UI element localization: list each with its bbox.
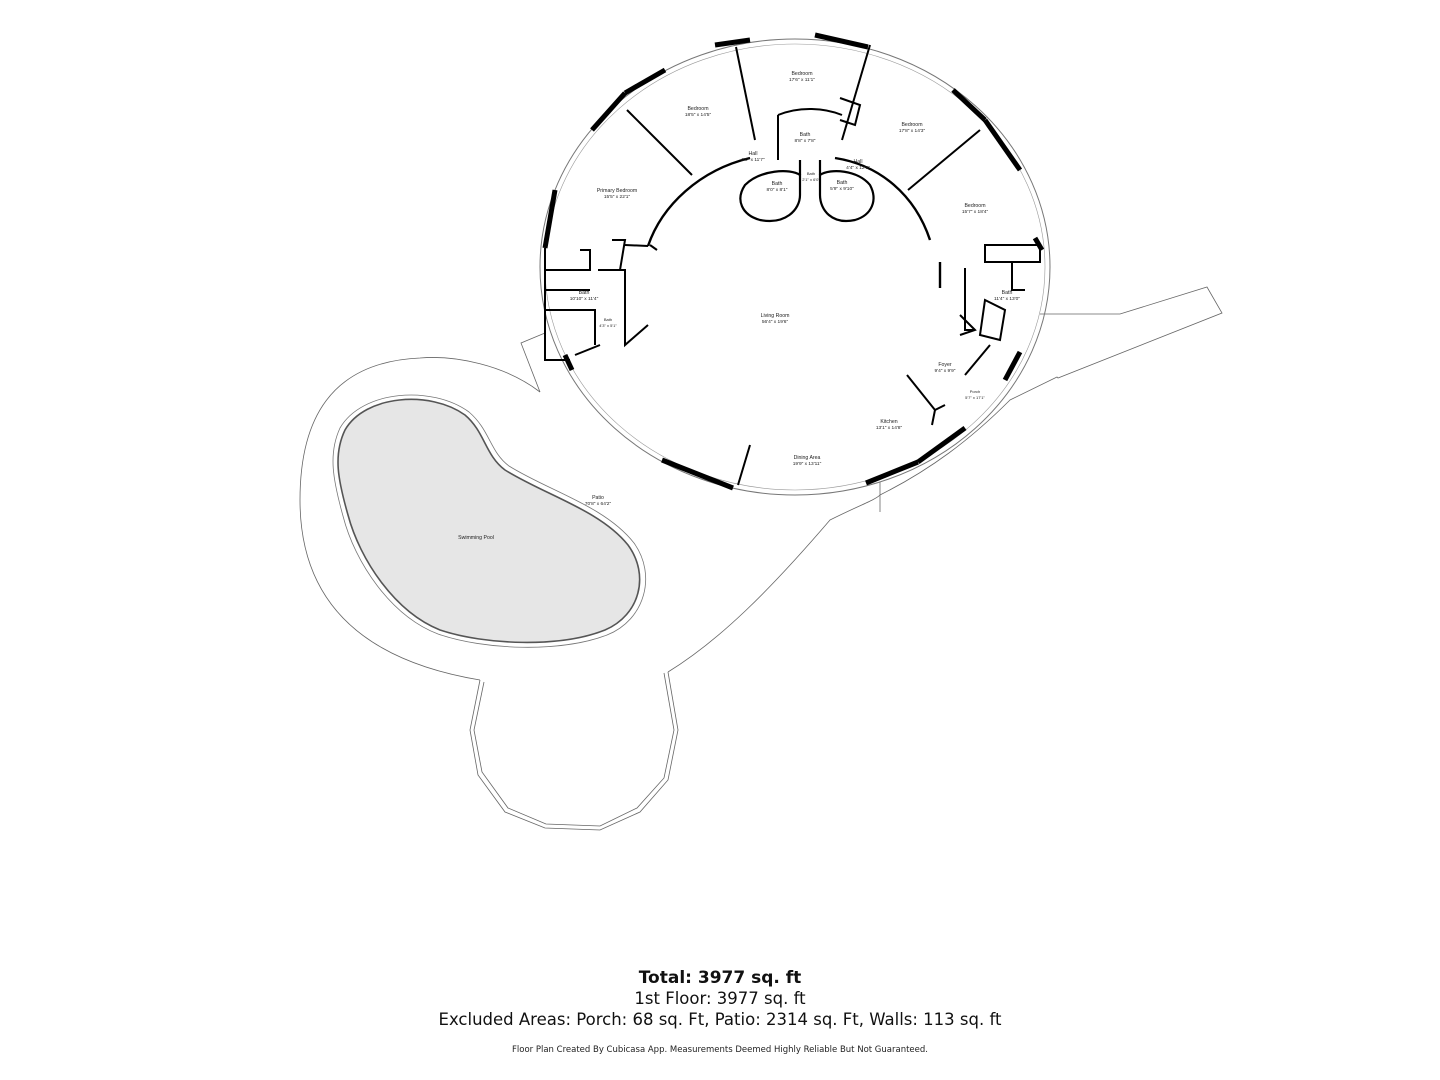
room-name: Living Room [761,313,790,319]
room-name: Dining Area [794,455,821,461]
room-dims: 4'4" x 12'6" [846,165,870,171]
room-dims: 10'10" x 11'4" [570,296,599,302]
exterior-walls [542,32,1045,491]
room-name: Patio [592,495,604,501]
room-name: Bath [772,181,783,187]
room-dims: 5'9" x 9'10" [830,186,854,192]
room-name: Bath [800,132,811,138]
patio-outline [299,286,1223,831]
room-dims: 56'4" x 19'6" [762,319,789,325]
total-area: Total: 3977 sq. ft [638,968,802,988]
room-dims: 2'1" x 6'0" [802,177,820,182]
first-floor-area: 1st Floor: 3977 sq. ft [634,989,806,1008]
building-envelope [539,38,1051,496]
room-dims: 13'1" x 14'8" [876,425,903,431]
excluded-areas: Excluded Areas: Porch: 68 sq. Ft, Patio:… [438,1010,1002,1029]
room-name: Bath [807,171,815,176]
room-dims: 9'4" x 9'9" [935,368,956,374]
room-name: Foyer [938,362,952,368]
room-dims: 6'0" x 11'7" [741,157,765,163]
room-name: Bath [837,180,848,186]
room-name: Bedroom [901,122,922,128]
interior-walls [544,44,1041,486]
bath-pods [739,160,875,223]
room-dims: 8'8" x 7'8" [795,138,816,144]
room-name: Bedroom [964,203,985,209]
room-name: Bath [1002,290,1013,296]
room-name: Bath [579,290,590,296]
room-name: Primary Bedroom [597,188,637,194]
room-dims: 17'6" x 11'1" [789,77,815,83]
room-dims: 15'7" x 18'4" [962,209,989,215]
room-dims: 70'8" x 64'2" [585,501,612,507]
pool-coping [332,394,647,648]
living-circle-walls [646,156,942,288]
room-labels: Bedroom 17'6" x 11'1" Bedroom 18'5" x 14… [458,71,1020,541]
room-dims: 11'4" x 13'0" [994,296,1020,302]
swimming-pool [337,398,641,644]
room-dims: 19'9" x 13'11" [793,461,822,467]
room-dims: 5'7" x 17'1" [965,395,985,400]
room-dims: 18'5" x 14'5" [685,112,712,118]
room-name: Bedroom [687,106,708,112]
room-name: Bath [604,317,612,322]
room-dims: 15'5" x 22'1" [604,194,631,200]
credit-note: Floor Plan Created By Cubicasa App. Meas… [512,1045,928,1055]
room-name: Kitchen [880,419,897,425]
room-name: Porch [970,389,980,394]
room-name: Hall [749,151,758,157]
room-name: Bedroom [791,71,812,77]
room-dims: 4'3" x 5'1" [599,323,617,328]
room-name: Hall [854,159,863,165]
room-dims: 8'0" x 8'1" [767,187,788,193]
room-name: Swimming Pool [458,535,494,541]
room-dims: 17'8" x 14'3" [899,128,926,134]
